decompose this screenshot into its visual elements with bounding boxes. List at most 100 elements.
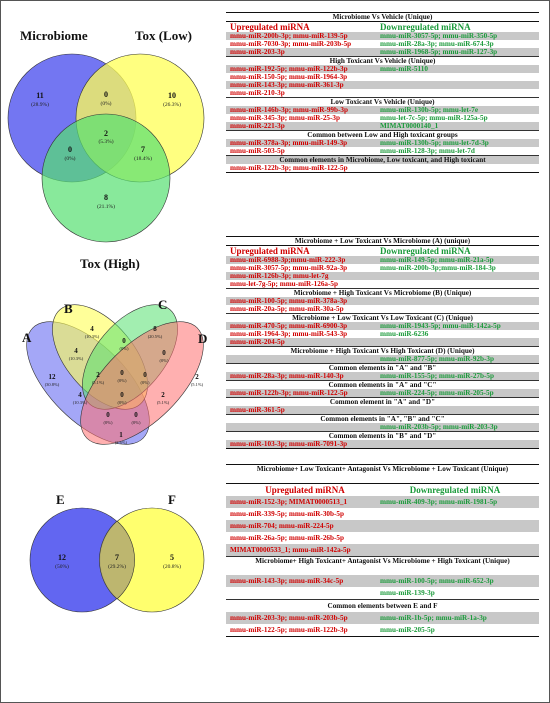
up-cell: mmu-miR-204-5p [230, 338, 285, 346]
down-cell: mmu-miR-100-5p; mmu-miR-652-3p [380, 577, 494, 585]
svg-text:(0%): (0%) [101, 100, 112, 107]
svg-text:(5.1%): (5.1%) [191, 382, 204, 387]
venn2-region-ad-upper: 0(0%) [132, 411, 141, 425]
svg-text:(10.3%): (10.3%) [73, 400, 88, 405]
venn2-region-a-only: 12(30.8%) [45, 373, 60, 387]
venn2-region-abd: 4(10.3%) [73, 391, 88, 405]
venn-diagram-1: Microbiome Tox (Low) Tox (High) 11(28.9%… [7, 28, 205, 271]
svg-text:(28.9%): (28.9%) [31, 101, 49, 108]
table3-header-up: Upregulated miRNA [265, 485, 345, 495]
down-cell: mmu-miR-128-3p; mmu-let-7d [380, 147, 475, 155]
svg-text:4: 4 [90, 325, 94, 333]
table-row: MIMAT0000533_1; mmu-miR-142a-5p [226, 544, 539, 556]
up-cell: mmu-miR-26a-5p; mmu-miR-26b-5p [230, 534, 344, 542]
down-cell: mmu-miR-1968-5p; mmu-miR-127-3p [380, 48, 498, 56]
section-title: Microbiome + High Toxicant Vs High Toxic… [226, 346, 539, 355]
down-cell: mmu-miR-139-3p [380, 589, 435, 597]
svg-text:12: 12 [49, 373, 57, 381]
table-row: mmu-miR-345-3p; mmu-miR-25-3p mmu-let-7c-… [226, 114, 539, 122]
up-cell: mmu-miR-345-3p; mmu-miR-25-3p [230, 114, 340, 122]
svg-text:(5.1%): (5.1%) [157, 400, 170, 405]
down-cell: mmu-miR-28a-3p; mmu-miR-674-3p [380, 40, 494, 48]
section-title: Common elements in "A", "B" and "C" [226, 414, 539, 423]
svg-text:0: 0 [104, 90, 108, 99]
svg-text:(10.3%): (10.3%) [69, 356, 84, 361]
venn2-region-bc: 0(0%) [120, 337, 129, 351]
up-cell: mmu-miR-28a-3p; mmu-miR-140-3p [230, 372, 344, 380]
section-title: Common element in "A" and "D" [226, 397, 539, 406]
down-cell: MIMAT0000140_1 [380, 122, 439, 130]
svg-text:2: 2 [96, 371, 100, 379]
down-cell: mmu-miR-203b-5p; mmu-miR-203-3p [380, 423, 498, 431]
up-cell: mmu-miR-704; mmu-miR-224-5p [230, 522, 334, 530]
venn2-label-b: B [64, 301, 73, 316]
venn1-region-toxlow-toxhigh: 7(18.4%) [134, 145, 152, 162]
venn2-region-b-only: 4(10.3%) [85, 325, 100, 339]
up-cell: mmu-miR-7030-3p; mmu-miR-203b-5p [230, 40, 352, 48]
up-cell: mmu-miR-6988-3p;mmu-miR-222-3p [230, 256, 346, 264]
table-row: mmu-miR-1964-3p; mmu-miR-543-3p mmu-miR-6… [226, 330, 539, 338]
up-cell: mmu-let-7g-5p; mmu-miR-126a-5p [230, 280, 338, 288]
svg-text:2: 2 [161, 391, 165, 399]
svg-text:12: 12 [58, 553, 66, 562]
up-cell: mmu-miR-192-5p; mmu-miR-122b-3p [230, 65, 348, 73]
svg-text:(20.5%): (20.5%) [148, 334, 163, 339]
up-cell: mmu-miR-203-3p [230, 48, 285, 56]
venn2-region-cd: 0(0%) [160, 349, 169, 363]
svg-text:(10.3%): (10.3%) [85, 334, 100, 339]
svg-text:7: 7 [141, 145, 145, 154]
up-cell: mmu-miR-3057-5p; mmu-miR-92a-3p [230, 264, 348, 272]
section-title: Common elements in "B" and "D" [226, 431, 539, 440]
down-cell: mmu-let-7c-5p; mmu-miR-125a-5p [380, 114, 488, 122]
up-cell: mmu-miR-122b-3p; mmu-miR-122-5p [230, 164, 348, 172]
svg-text:(20.8%): (20.8%) [163, 563, 181, 570]
venn2-region-bcd: 0(0%) [141, 371, 150, 385]
table-row: mmu-let-7g-5p; mmu-miR-126a-5p [226, 280, 539, 288]
table-row: mmu-miR-20a-5p; mmu-miR-30a-5p [226, 305, 539, 313]
down-cell: mmu-miR-224-5p; mmu-miR-205-5p [380, 389, 494, 397]
venn1-label-tox-high: Tox (High) [80, 256, 140, 271]
venn2-region-acd: 0(0%) [104, 411, 113, 425]
venn1-region-toxlow-only: 10(26.3%) [163, 91, 181, 108]
svg-text:2: 2 [195, 373, 199, 381]
table3-title: Microbiome+ Low Toxicant+ Antagonist Vs … [226, 464, 539, 484]
down-cell: mmu-miR-409-3p; mmu-miR-1981-5p [380, 498, 498, 506]
down-cell: mmu-miR-6236 [380, 330, 429, 338]
venn1-region-toxhigh-only: 8(21.1%) [97, 193, 115, 210]
table-row: mmu-miR-100-5p; mmu-miR-378a-3p [226, 297, 539, 305]
up-cell: mmu-miR-152-3p; MIMAT0000513_1 [230, 498, 348, 506]
table2-header-up: Upregulated miRNA [230, 246, 310, 256]
up-cell: mmu-miR-210-3p [230, 89, 285, 97]
svg-text:(5.1%): (5.1%) [92, 380, 105, 385]
section-title: High Toxicant Vs Vehicle (Unique) [226, 56, 539, 65]
table-row: mmu-miR-103-3p; mmu-miR-7091-3p [226, 440, 539, 449]
svg-text:(0%): (0%) [104, 420, 113, 425]
svg-text:(21.1%): (21.1%) [97, 203, 115, 210]
svg-text:11: 11 [36, 91, 44, 100]
svg-text:(0%): (0%) [120, 346, 129, 351]
table-antagonist-comparisons: Microbiome+ Low Toxicant+ Antagonist Vs … [226, 464, 539, 637]
svg-text:0: 0 [106, 411, 110, 419]
venn3-region-ef: 7(29.2%) [108, 553, 126, 570]
table3-header-down: Downregulated miRNA [409, 485, 501, 495]
up-cell: mmu-miR-150-5p; mmu-miR-1964-3p [230, 73, 348, 81]
up-cell: mmu-miR-1964-3p; mmu-miR-543-3p [230, 330, 348, 338]
svg-text:(5.3%): (5.3%) [98, 138, 113, 145]
table-row: mmu-miR-26a-5p; mmu-miR-26b-5p [226, 532, 539, 544]
svg-text:(30.8%): (30.8%) [45, 382, 60, 387]
down-cell: mmu-miR-3057-5p; mmu-miR-350-5p [380, 32, 498, 40]
venn2-region-abc: 2(5.1%) [92, 371, 105, 385]
venn2-region-abcd: 0(0%) [118, 391, 127, 405]
venn3-overlap-ef [99, 520, 135, 600]
table1-header-down: Downregulated miRNA [380, 22, 471, 32]
up-cell: mmu-miR-103-3p; mmu-miR-7091-3p [230, 440, 348, 448]
venn2-region-ad: 1(2.6%) [115, 431, 128, 445]
svg-text:(0%): (0%) [65, 155, 76, 162]
table-group-comparisons: Microbiome + Low Toxicant Vs Microbiome … [226, 236, 539, 449]
